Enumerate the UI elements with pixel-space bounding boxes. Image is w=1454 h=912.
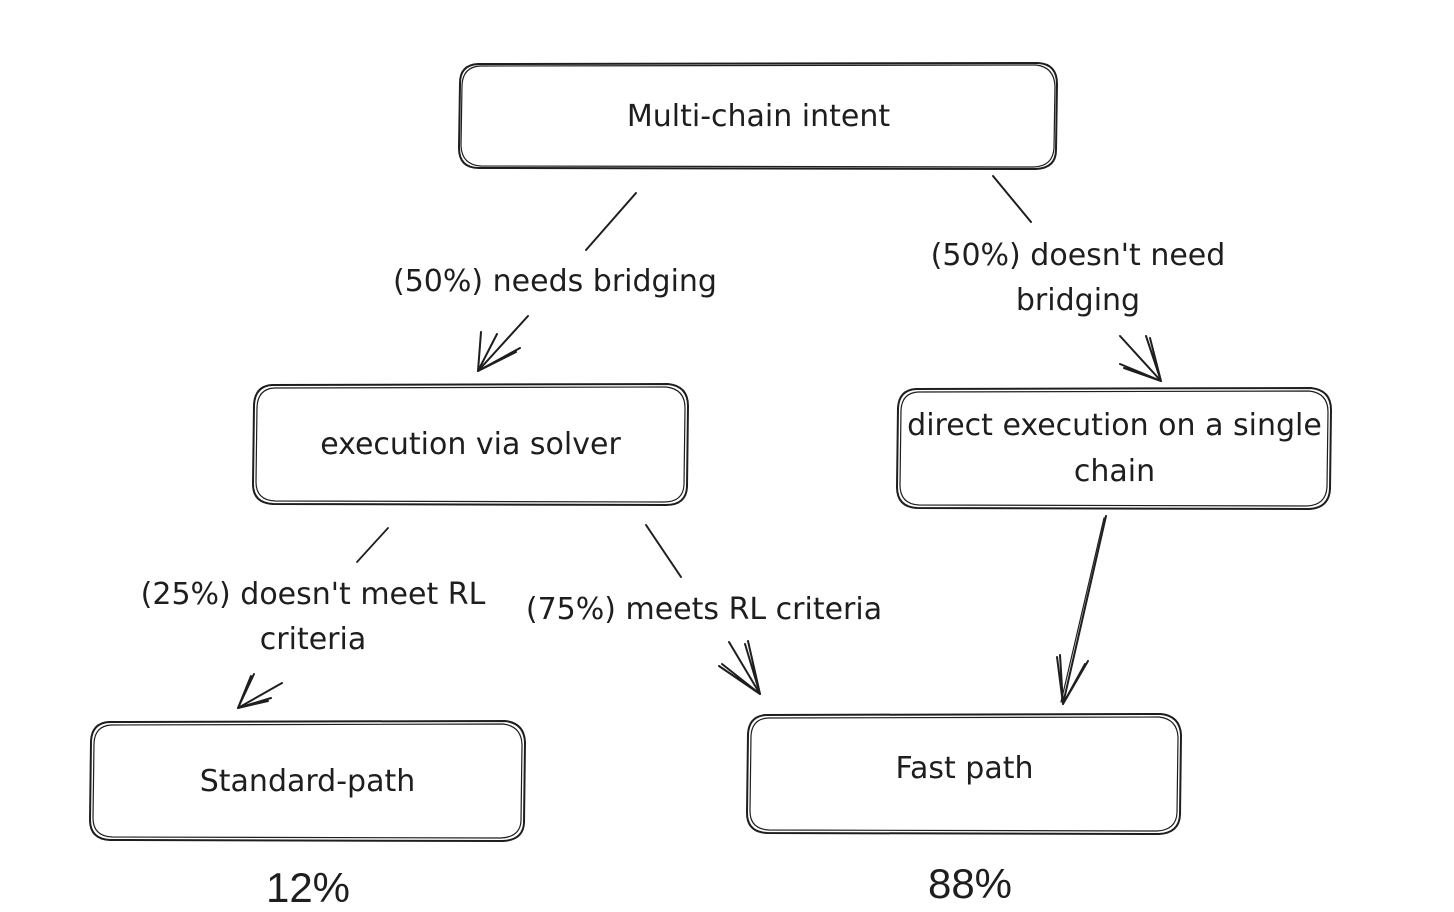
edge-solver-to-fast xyxy=(645,524,761,695)
edge-label-not-meet-rl: (25%) doesn't meet RL criteria xyxy=(128,572,498,662)
solver-node: execution via solver xyxy=(253,385,688,505)
standard-node-label: Standard-path xyxy=(199,763,416,799)
edge-root-to-direct xyxy=(992,175,1162,382)
root-node-label: Multi-chain intent xyxy=(626,98,891,134)
edge-label-meets-rl: (75%) meets RL criteria xyxy=(515,587,893,632)
edge-direct-to-fast xyxy=(1056,515,1107,705)
direct-node-label: direct execution on a single chain xyxy=(907,408,1322,489)
edge-solver-to-standard xyxy=(237,527,389,709)
solver-node-label: execution via solver xyxy=(320,427,621,462)
edge-root-to-solver xyxy=(477,192,637,372)
solver-box xyxy=(252,383,689,506)
direct-box xyxy=(896,387,1332,510)
root-box xyxy=(458,62,1058,170)
edge-label-needs-bridging: (50%) needs bridging xyxy=(380,259,730,304)
standard-path-percentage: 12% xyxy=(265,864,351,911)
fast-node-label: Fast path xyxy=(895,750,1034,786)
direct-node: direct execution on a single chain xyxy=(898,389,1331,509)
edge-label-no-bridging: (50%) doesn't need bridging xyxy=(928,233,1228,323)
standard-box xyxy=(89,720,526,842)
fast-path-percentage: 88% xyxy=(927,860,1013,907)
root-node: Multi-chain intent xyxy=(460,64,1057,169)
standard-node: Standard-path xyxy=(90,722,525,841)
fast-box xyxy=(746,713,1182,835)
fast-node: Fast path xyxy=(748,715,1181,834)
